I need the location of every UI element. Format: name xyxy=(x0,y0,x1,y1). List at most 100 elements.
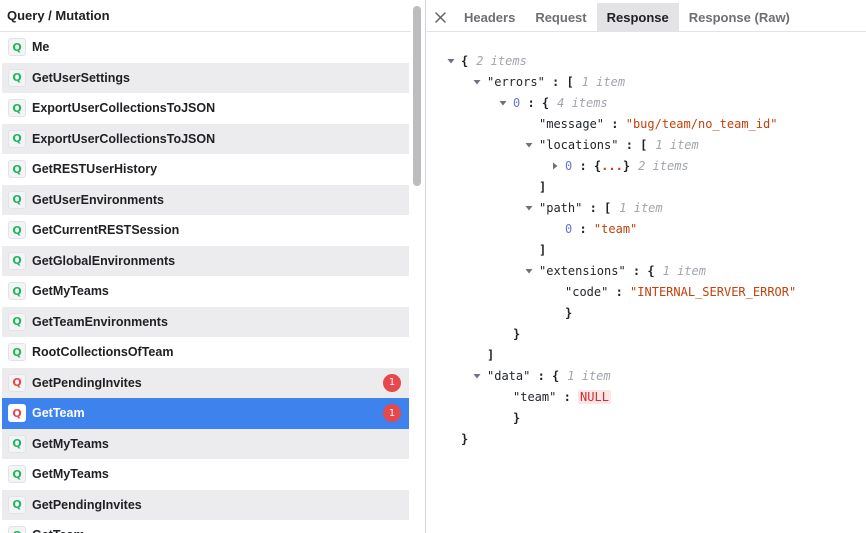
tab-response[interactable]: Response xyxy=(596,3,679,31)
json-line: ] xyxy=(471,344,494,365)
tab-divider xyxy=(427,31,866,32)
json-punc: ] xyxy=(539,179,547,194)
expand-caret-icon[interactable] xyxy=(549,160,561,172)
tree-spacer xyxy=(445,433,457,445)
collapse-caret-icon[interactable] xyxy=(523,202,535,214)
close-icon[interactable] xyxy=(427,3,454,31)
json-line: "code" : "INTERNAL_SERVER_ERROR" xyxy=(549,281,796,302)
operation-name: GetMyTeams xyxy=(32,436,109,451)
operation-row[interactable]: Q Me xyxy=(2,32,409,63)
json-idx: 0 xyxy=(565,221,573,236)
query-type-icon: Q xyxy=(8,312,26,331)
json-line: "message" : "bug/team/no_team_id" xyxy=(523,113,777,134)
collapse-caret-icon[interactable] xyxy=(523,139,535,151)
json-idx: 0 xyxy=(513,95,521,110)
json-line[interactable]: "data" : {1 item xyxy=(471,365,611,386)
json-line: ] xyxy=(523,176,546,197)
json-line: } xyxy=(549,302,572,323)
query-type-icon: Q xyxy=(8,221,26,240)
json-line[interactable]: {2 items xyxy=(445,50,527,71)
json-punc: : xyxy=(618,137,641,152)
json-punc: : xyxy=(572,158,594,173)
operation-name: ExportUserCollectionsToJSON xyxy=(32,101,216,116)
json-punc: { xyxy=(647,263,655,278)
json-meta: 1 item xyxy=(662,263,706,278)
json-punc: } xyxy=(513,326,521,341)
operation-name: GetTeam xyxy=(32,406,85,421)
json-line[interactable]: "errors" : [1 item xyxy=(471,71,625,92)
tab-headers[interactable]: Headers xyxy=(464,9,516,25)
operation-name: Me xyxy=(32,40,50,55)
json-line[interactable]: "path" : [1 item xyxy=(523,197,663,218)
json-meta: 1 item xyxy=(567,368,611,383)
tree-spacer xyxy=(471,349,483,361)
tab-request[interactable]: Request xyxy=(535,9,587,25)
json-key: "locations" xyxy=(539,137,619,152)
collapse-caret-icon[interactable] xyxy=(523,265,535,277)
tree-spacer xyxy=(549,223,561,235)
tree-spacer xyxy=(523,118,535,130)
tab-response-raw[interactable]: Response (Raw) xyxy=(688,9,790,25)
tree-spacer xyxy=(549,286,561,298)
json-line[interactable]: 0 : {4 items xyxy=(497,92,608,113)
json-meta: 4 items xyxy=(557,95,608,110)
json-line[interactable]: "locations" : [1 item xyxy=(523,134,699,155)
operation-name: GetTeamEnvironments xyxy=(32,314,168,329)
query-type-icon: Q xyxy=(8,526,26,533)
json-line[interactable]: "extensions" : {1 item xyxy=(523,260,706,281)
collapse-caret-icon[interactable] xyxy=(445,55,457,67)
operation-row[interactable]: Q GetMyTeams xyxy=(2,428,409,459)
operations-header: Query / Mutation xyxy=(0,0,412,32)
operations-scrollbar-thumb[interactable] xyxy=(413,6,421,186)
json-punc: [ xyxy=(566,74,574,89)
json-punc: [ xyxy=(604,200,612,215)
json-punc: : xyxy=(625,263,648,278)
json-meta: 2 items xyxy=(476,53,527,68)
json-meta: 1 item xyxy=(619,200,663,215)
json-punc: { xyxy=(541,95,550,110)
details-tab-bar: Headers Request Response Response (Raw) xyxy=(427,3,866,31)
query-type-icon: Q xyxy=(8,465,26,484)
operation-name: ExportUserCollectionsToJSON xyxy=(32,131,216,146)
query-type-icon: Q xyxy=(8,282,26,301)
json-null: NULL xyxy=(578,389,611,404)
query-type-icon: Q xyxy=(8,38,26,57)
query-type-icon: Q xyxy=(8,99,26,118)
json-line[interactable]: 0 : {...}2 items xyxy=(549,155,689,176)
query-type-icon: Q xyxy=(8,434,26,453)
operation-row[interactable]: Q ExportUserCollectionsToJSON xyxy=(2,93,409,124)
collapse-caret-icon[interactable] xyxy=(471,370,483,382)
error-count-badge: 1 xyxy=(383,373,401,392)
json-punc: } xyxy=(622,158,631,173)
operation-row[interactable]: Q GetTeamEnvironments xyxy=(2,306,409,337)
json-punc: } xyxy=(565,305,573,320)
operation-name: GetUserEnvironments xyxy=(32,192,164,207)
json-meta: 1 item xyxy=(581,74,626,89)
json-key: "data" xyxy=(487,368,531,383)
collapse-caret-icon[interactable] xyxy=(497,97,509,109)
json-punc: [ xyxy=(640,137,648,152)
operation-name: RootCollectionsOfTeam xyxy=(32,345,174,360)
json-str: "team" xyxy=(593,221,638,236)
operation-name: GetGlobalEnvironments xyxy=(32,253,176,268)
json-punc: { xyxy=(552,368,560,383)
json-key: "code" xyxy=(565,284,609,299)
query-type-icon: Q xyxy=(8,373,26,392)
tree-spacer xyxy=(497,328,509,340)
collapse-caret-icon[interactable] xyxy=(471,76,483,88)
